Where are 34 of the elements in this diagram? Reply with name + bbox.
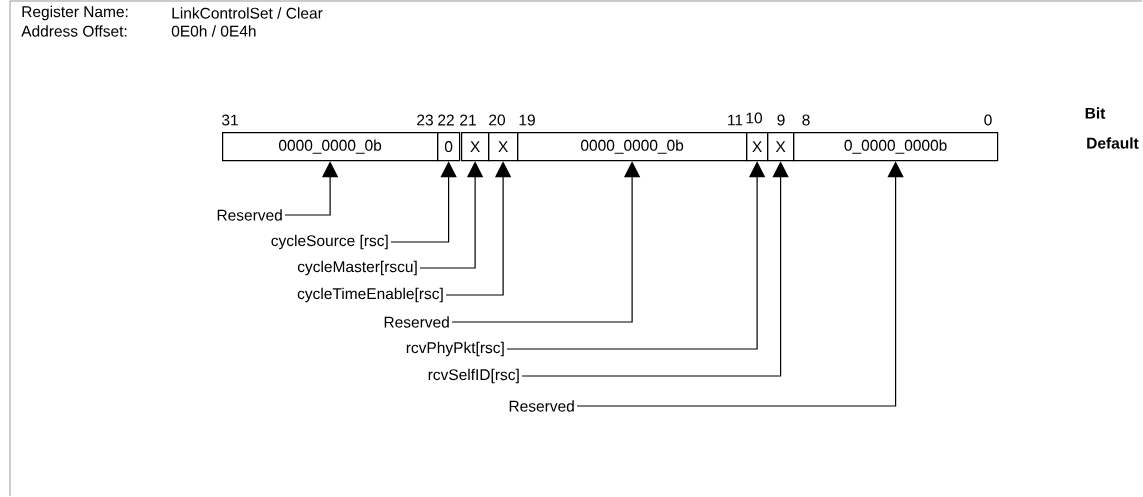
- bit-field: X: [461, 132, 490, 162]
- row-heading: Default: [1087, 137, 1139, 149]
- field-label: rcvPhyPkt[rsc]: [406, 341, 504, 357]
- bit-number: 20: [489, 114, 505, 126]
- bit-field: 0: [437, 132, 461, 162]
- bit-number: 19: [519, 114, 535, 126]
- leader-arrow: [521, 161, 789, 377]
- address-offset: 0E0h / 0E4h: [171, 25, 256, 37]
- field-label: Reserved: [384, 316, 449, 328]
- field-name-label: Address Offset:: [21, 25, 127, 37]
- field-label: rcvSelfID[rsc]: [428, 368, 519, 384]
- bit-field: 0_0000_0000b: [793, 132, 999, 162]
- register-name: LinkControlSet / Clear: [172, 7, 323, 19]
- bit-number: 10: [746, 112, 762, 124]
- bit-number: 23: [417, 114, 433, 126]
- field-label: cycleTimeEnable[rsc]: [297, 287, 443, 303]
- row-heading: Bit: [1085, 107, 1106, 119]
- bit-number: 8: [802, 114, 810, 126]
- bit-field: 0000_0000_0b: [517, 132, 748, 162]
- bit-field: X: [488, 132, 519, 162]
- bit-field: 0000_0000_0b: [222, 132, 439, 162]
- bit-field: X: [767, 132, 795, 162]
- leader-arrow: [390, 161, 457, 243]
- field-label: cycleMaster[rscu]: [297, 260, 417, 276]
- field-label: Reserved: [509, 400, 574, 412]
- bit-field: X: [746, 132, 769, 162]
- field-label: Reserved: [217, 209, 282, 221]
- bit-number: 22: [438, 114, 454, 126]
- bit-number: 21: [460, 114, 476, 126]
- field-label: cycleSource [rsc]: [271, 234, 388, 250]
- bit-number: 11: [728, 114, 743, 126]
- field-name-label: Register Name:: [22, 5, 128, 21]
- bit-number: 9: [777, 114, 785, 126]
- leader-arrow: [576, 161, 904, 407]
